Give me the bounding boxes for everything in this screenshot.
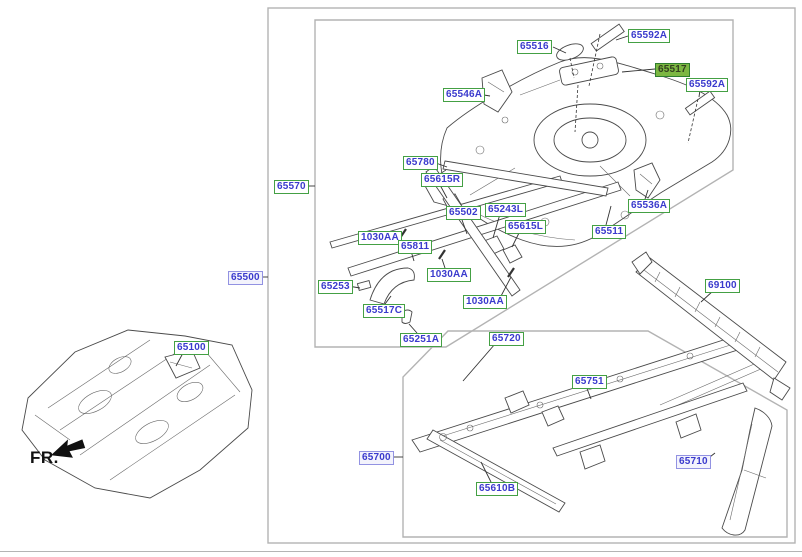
part-label-65615l[interactable]: 65615L xyxy=(505,220,547,234)
part-label-65610b[interactable]: 65610B xyxy=(476,482,519,496)
leader-line xyxy=(605,205,612,226)
part-label-65592a-upper[interactable]: 65592A xyxy=(628,29,671,43)
assembly-dashed-line xyxy=(588,33,601,87)
part-label-65511[interactable]: 65511 xyxy=(592,225,627,239)
part-label-65517c[interactable]: 65517C xyxy=(363,304,406,318)
part-label-65546a[interactable]: 65546A xyxy=(443,88,486,102)
assembly-dashed-line xyxy=(687,98,699,144)
part-label-65253[interactable]: 65253 xyxy=(318,280,353,294)
part-label-1030aa-3[interactable]: 1030AA xyxy=(463,295,507,309)
part-label-65251a[interactable]: 65251A xyxy=(400,333,443,347)
outer-assembly-box xyxy=(267,7,796,544)
front-direction-arrow-icon xyxy=(50,439,86,458)
leader-line xyxy=(439,184,448,199)
rear-member-assy-box-65700 xyxy=(402,330,788,538)
leader-line xyxy=(175,352,184,367)
part-label-65700[interactable]: 65700 xyxy=(359,451,394,465)
assembly-dashed-line xyxy=(574,84,579,133)
part-label-65780[interactable]: 65780 xyxy=(403,156,438,170)
part-label-69100[interactable]: 69100 xyxy=(705,279,740,293)
part-label-65570[interactable]: 65570 xyxy=(274,180,309,194)
leader-line xyxy=(492,213,501,239)
part-label-65751[interactable]: 65751 xyxy=(572,375,607,389)
part-label-65592a-right[interactable]: 65592A xyxy=(686,78,729,92)
part-label-65100[interactable]: 65100 xyxy=(174,341,209,355)
leader-line xyxy=(644,189,649,200)
leader-line xyxy=(384,295,392,305)
bolt-icon xyxy=(438,249,446,260)
part-label-65811[interactable]: 65811 xyxy=(398,240,433,254)
part-label-65517[interactable]: 65517 xyxy=(655,63,690,77)
part-label-65615r[interactable]: 65615R xyxy=(421,173,464,187)
part-label-65516[interactable]: 65516 xyxy=(517,40,552,54)
leader-line xyxy=(408,323,418,334)
part-label-1030aa-2[interactable]: 1030AA xyxy=(427,268,471,282)
assembly-dashed-line xyxy=(569,57,575,79)
leader-line xyxy=(621,68,656,73)
rear-panel-sketch xyxy=(631,251,791,401)
floor-panel-assy-box-65570 xyxy=(314,19,734,348)
leader-line xyxy=(480,461,492,483)
front-indicator-label: FR. xyxy=(30,448,59,467)
leader-line xyxy=(441,258,446,269)
leader-line xyxy=(499,276,512,299)
part-label-65536a[interactable]: 65536A xyxy=(628,199,671,213)
center-floor-panel-sketch xyxy=(21,329,253,499)
part-label-65243l[interactable]: 65243L xyxy=(485,203,527,217)
leader-line xyxy=(462,343,496,382)
leader-line xyxy=(615,35,629,41)
part-label-65502[interactable]: 65502 xyxy=(446,206,481,220)
leader-line xyxy=(552,46,567,54)
part-label-65720[interactable]: 65720 xyxy=(489,332,524,346)
rear-side-member-sketch xyxy=(411,333,778,536)
bolt-icon xyxy=(507,267,515,278)
part-label-65500[interactable]: 65500 xyxy=(228,271,263,285)
part-label-1030aa-1[interactable]: 1030AA xyxy=(358,231,402,245)
part-label-65710[interactable]: 65710 xyxy=(676,455,711,469)
